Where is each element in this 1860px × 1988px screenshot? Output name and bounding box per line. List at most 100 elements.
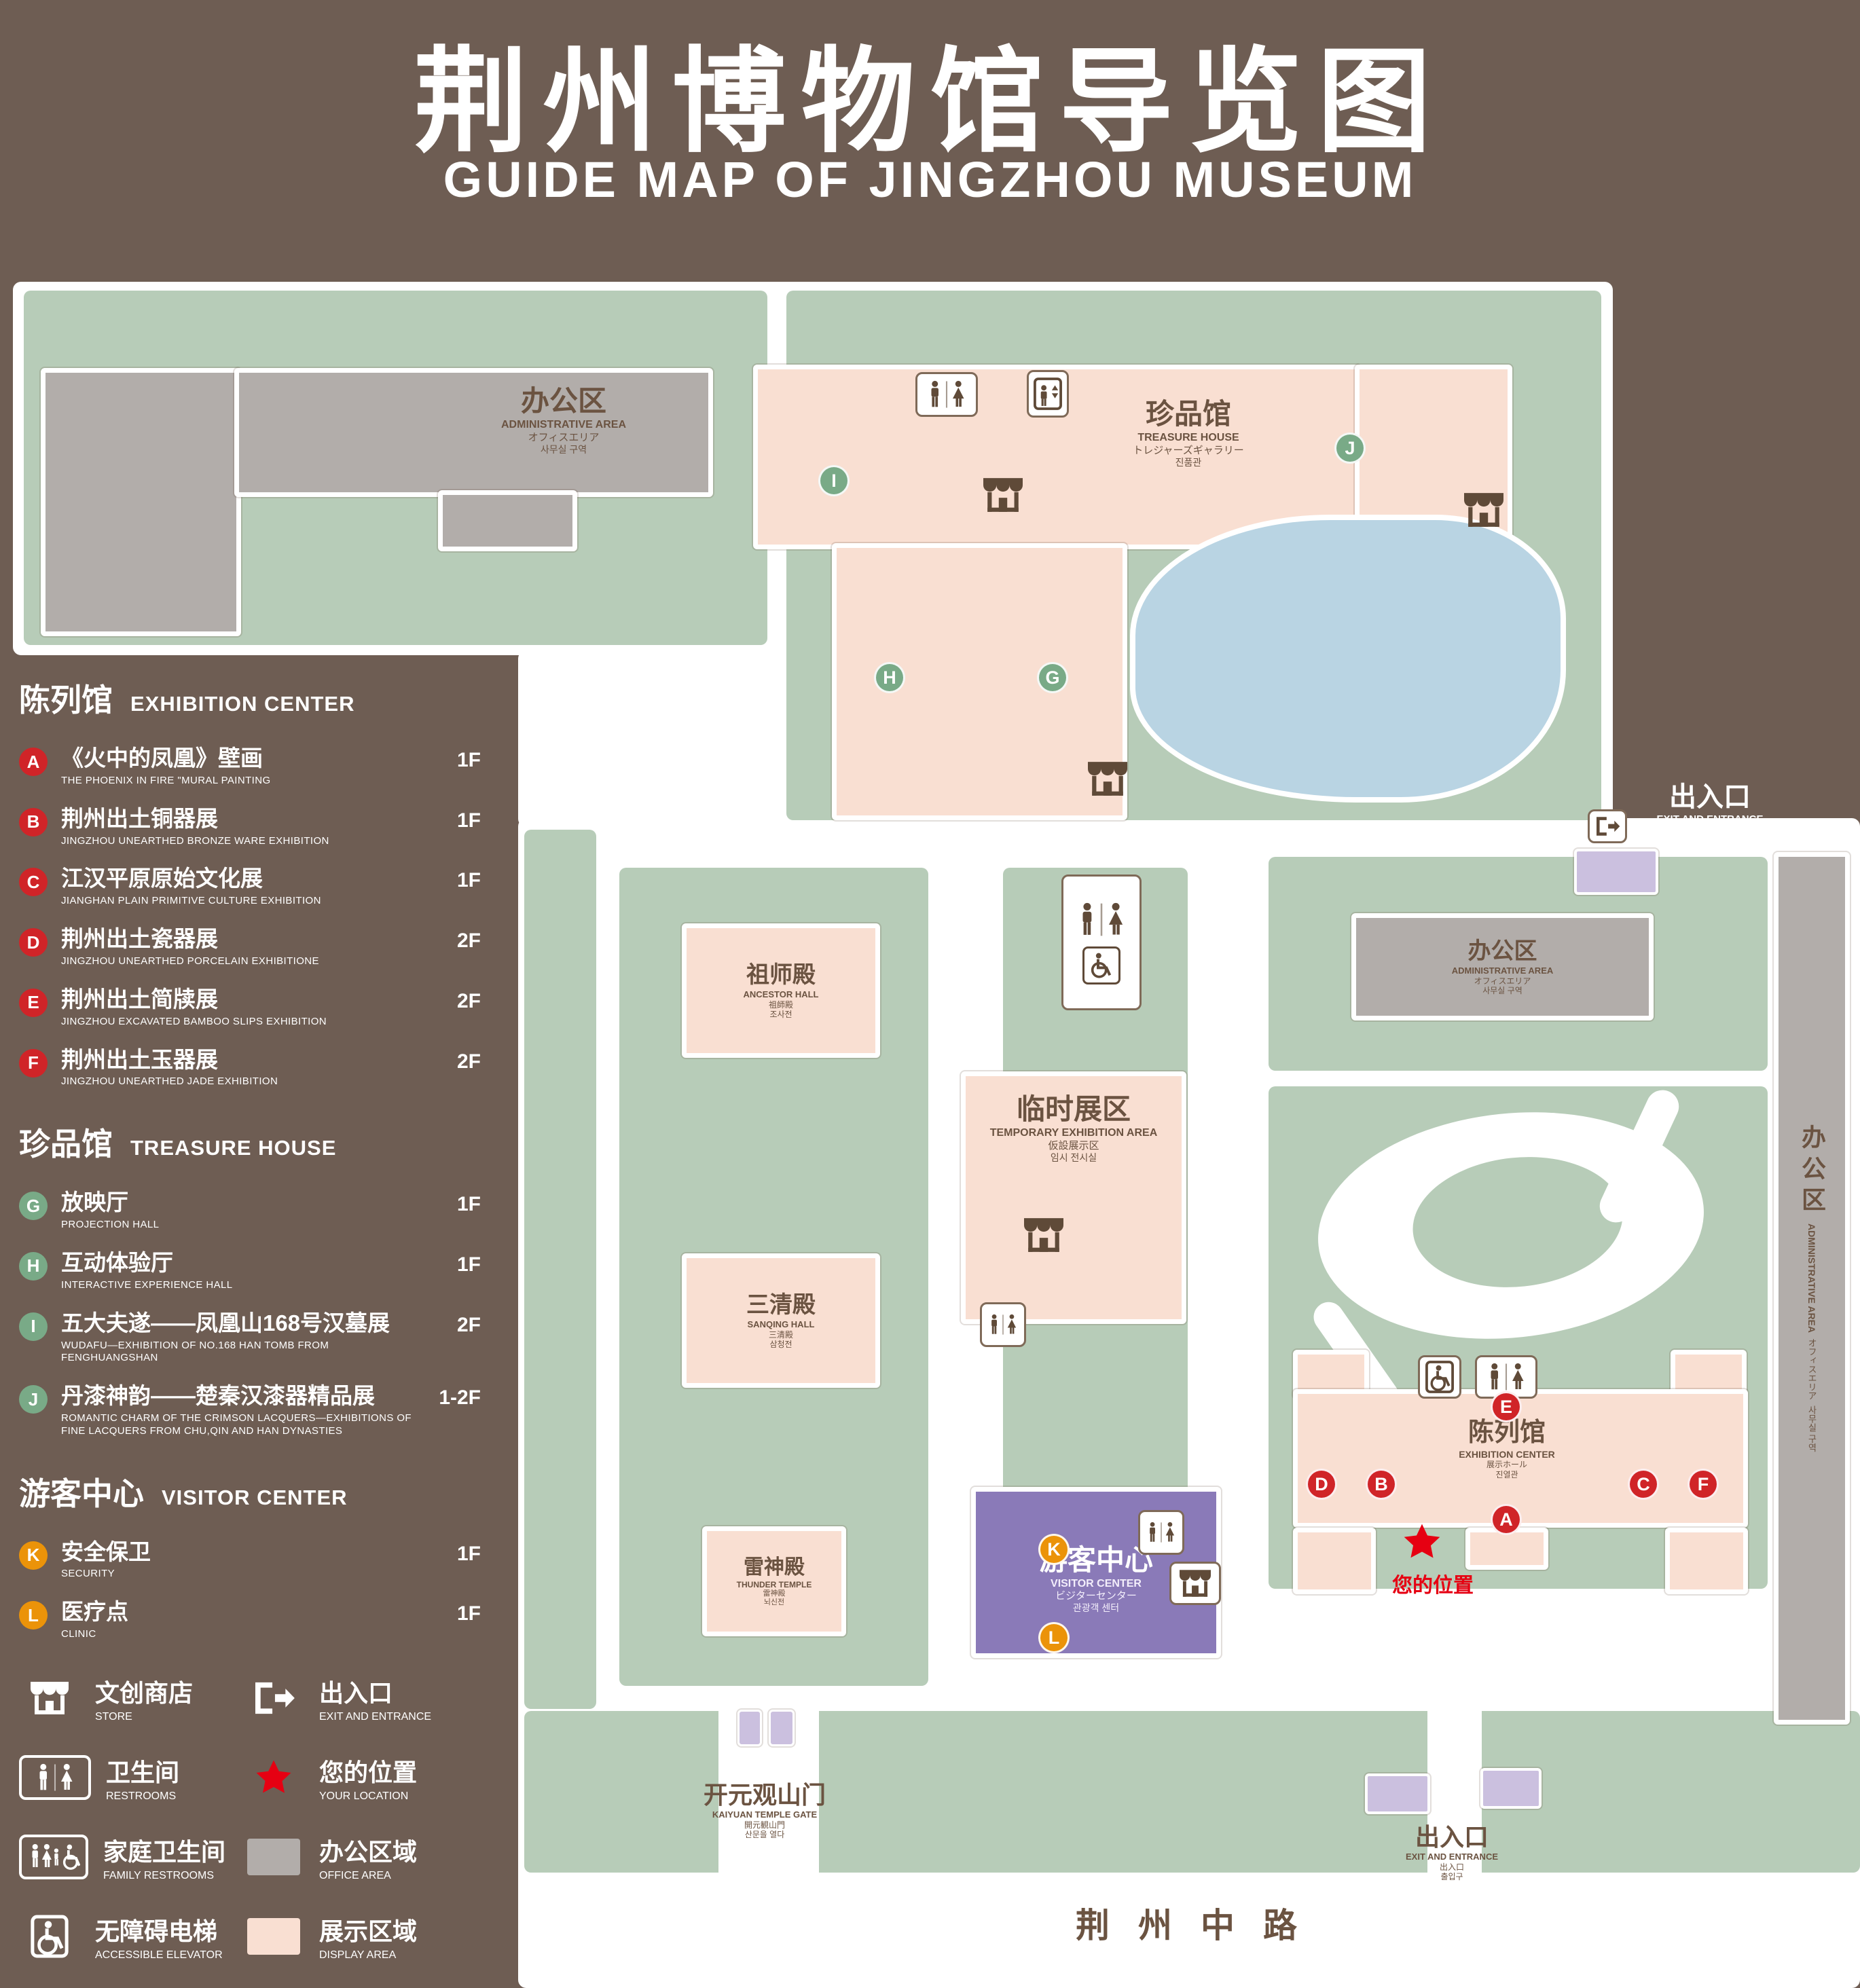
map-marker-I: I xyxy=(818,465,850,496)
south-entrance-block-right xyxy=(1480,1768,1542,1809)
legend-symbol-exit: 出入口 EXIT AND ENTRANCE xyxy=(243,1674,507,1723)
legend-item-A: A 《火中的凤凰》壁画 THE PHOENIX IN FIRE "MURAL P… xyxy=(19,746,507,788)
south-entrance-block-left xyxy=(1365,1773,1430,1814)
legend-item-I: I 五大夫遂——凤凰山168号汉墓展 WUDAFU—EXHIBITION OF … xyxy=(19,1310,507,1365)
legend-symbol-accessible-elevator: 无障碍电梯 ACCESSIBLE ELEVATOR xyxy=(19,1912,243,1962)
floor-badge: 2F xyxy=(456,929,481,953)
legend-item-B: B 荆州出土铜器展 JINGZHOU UNEARTHED BRONZE WARE… xyxy=(19,806,507,848)
marker-badge-E: E xyxy=(19,988,48,1017)
road-label: 荆州中路 xyxy=(1076,1907,1326,1945)
marker-badge-A: A xyxy=(19,748,48,776)
office-building-right: 办公区 ADMINISTRATIVE AREA オフィスエリア 사무실 구역 xyxy=(1351,913,1654,1020)
marker-badge-L: L xyxy=(19,1601,48,1630)
floor-badge: 2F xyxy=(456,989,481,1012)
floor-badge: 1F xyxy=(456,1602,481,1625)
ancestor-hall-label: 祖师殿 ANCESTOR HALL 祖師殿 조사전 xyxy=(743,962,819,1020)
legend-item-G: G 放映厅 PROJECTION HALL 1F xyxy=(19,1190,507,1232)
legend-symbols: 文创商店 STORE 出入口 EXIT AND ENTRANCE 卫生间 RES… xyxy=(19,1674,507,1988)
restroom-icon xyxy=(19,1755,91,1801)
office-strip-far-right: 办公区 ADMINISTRATIVE AREA オフィスエリア 사무실 구역 xyxy=(1774,852,1850,1725)
accessible-elevator-icon xyxy=(19,1914,80,1959)
store-icon-treasure-1 xyxy=(979,475,1027,515)
floor-badge: 1F xyxy=(456,1253,481,1276)
map-marker-B: B xyxy=(1366,1469,1397,1500)
elevator-icon-treasure xyxy=(1027,370,1069,418)
marker-badge-J: J xyxy=(19,1385,48,1414)
legend-section-treasure-house: 珍品馆 TREASURE HOUSE xyxy=(19,1126,337,1162)
map-marker-A: A xyxy=(1491,1504,1522,1535)
legend-symbol-store: 文创商店 STORE xyxy=(19,1674,243,1723)
marker-badge-G: G xyxy=(19,1192,48,1221)
thunder-temple-label: 雷神殿 THUNDER TEMPLE 雷神殿 뇌신전 xyxy=(736,1556,812,1607)
exit-icon-east xyxy=(1588,809,1627,843)
temporary-exhibition-label: 临时展区 TEMPORARY EXHIBITION AREA 仮設展示区 임시 … xyxy=(989,1093,1158,1163)
east-exit-label: 出入口 EXIT AND ENTRANCE 出入口 출입구 xyxy=(1656,782,1764,847)
map-marker-G: G xyxy=(1037,662,1068,693)
legend-item-L: L 医疗点 CLINIC 1F xyxy=(19,1599,507,1641)
exhibition-center-wing-br xyxy=(1665,1528,1748,1594)
treasure-house-label: 珍品馆 TREASURE HOUSE トレジャーズギャラリー 진품관 xyxy=(1133,398,1244,468)
lawn-left-strip xyxy=(524,830,596,1709)
map-marker-L: L xyxy=(1038,1622,1070,1653)
gate-block-left xyxy=(737,1710,762,1746)
treasure-house-main xyxy=(753,365,1361,549)
exhibition-center-wing-bl xyxy=(1293,1528,1376,1594)
legend-symbol-restroom: 卫生间 RESTROOMS xyxy=(19,1753,243,1803)
restroom-icon-center xyxy=(1072,901,1131,938)
floor-badge: 1F xyxy=(456,1542,481,1565)
floor-badge: 1F xyxy=(456,1193,481,1216)
south-exit-path xyxy=(1427,1711,1482,1873)
marker-badge-I: I xyxy=(19,1312,48,1341)
floor-badge: 1-2F xyxy=(439,1386,481,1410)
map-marker-E: E xyxy=(1491,1391,1522,1422)
south-exit-label: 出入口 EXIT AND ENTRANCE 出入口 출입구 xyxy=(1405,1823,1499,1882)
display-area-swatch xyxy=(247,1918,300,1955)
location-star-icon xyxy=(243,1757,304,1798)
floor-badge: 2F xyxy=(456,1050,481,1073)
family-restroom-icon xyxy=(19,1835,88,1880)
restroom-icon-treasure xyxy=(915,372,978,417)
store-icon-visitor xyxy=(1169,1562,1221,1605)
office-strip-label: 办公区 ADMINISTRATIVE AREA オフィスエリア 사무실 구역 xyxy=(1798,1124,1826,1452)
family-restroom-building xyxy=(1061,875,1142,1010)
floor-badge: 2F xyxy=(456,1313,481,1336)
office-building-top-left-tab xyxy=(438,490,577,551)
page-subtitle: GUIDE MAP OF JINGZHOU MUSEUM xyxy=(443,151,1417,208)
page-title: 荆州博物馆导览图 xyxy=(414,38,1446,166)
ground-connector xyxy=(518,650,735,827)
legend-sidebar: 陈列馆 EXHIBITION CENTER A 《火中的凤凰》壁画 THE PH… xyxy=(19,676,507,1988)
legend-section-visitor-center: 游客中心 VISITOR CENTER xyxy=(19,1475,348,1511)
marker-badge-B: B xyxy=(19,807,48,836)
legend-item-J: J 丹漆神韵——楚秦汉漆器精品展 ROMANTIC CHARM OF THE C… xyxy=(19,1383,507,1437)
legend-item-D: D 荆州出土瓷器展 JINGZHOU UNEARTHED PORCELAIN E… xyxy=(19,926,507,968)
floor-badge: 1F xyxy=(456,749,481,771)
office-area-swatch xyxy=(247,1839,300,1876)
legend-item-K: K 安全保卫 SECURITY 1F xyxy=(19,1539,507,1581)
office-building-right-label: 办公区 ADMINISTRATIVE AREA オフィスエリア 사무실 구역 xyxy=(1451,938,1554,996)
store-icon-temporary xyxy=(1020,1215,1068,1255)
legend-item-E: E 荆州出土简牍展 JINGZHOU EXCAVATED BAMBOO SLIP… xyxy=(19,987,507,1029)
accessible-icon-center xyxy=(1082,946,1120,984)
floor-badge: 1F xyxy=(456,869,481,892)
gate-block-right xyxy=(769,1710,795,1746)
office-building-top-left-bar xyxy=(234,368,713,497)
marker-badge-D: D xyxy=(19,928,48,957)
legend-symbol-family-restroom: 家庭卫生间 FAMILY RESTROOMS xyxy=(19,1833,243,1882)
marker-badge-F: F xyxy=(19,1048,48,1078)
marker-badge-K: K xyxy=(19,1541,48,1570)
legend-symbol-office-area: 办公区域 OFFICE AREA xyxy=(243,1833,507,1882)
sanqing-hall-label: 三清殿 SANQING HALL 三清殿 삼청전 xyxy=(746,1292,816,1350)
legend-symbol-display-area: 展示区域 DISPLAY AREA xyxy=(243,1912,507,1962)
map-marker-K: K xyxy=(1038,1534,1070,1565)
ancestor-hall-building: 祖师殿 ANCESTOR HALL 祖師殿 조사전 xyxy=(682,923,880,1058)
legend-item-F: F 荆州出土玉器展 JINGZHOU UNEARTHED JADE EXHIBI… xyxy=(19,1047,507,1089)
sanqing-hall-building: 三清殿 SANQING HALL 三清殿 삼청전 xyxy=(682,1253,880,1388)
accessible-elevator-icon-exhibition xyxy=(1418,1355,1461,1399)
thunder-temple-building: 雷神殿 THUNDER TEMPLE 雷神殿 뇌신전 xyxy=(702,1526,846,1636)
legend-item-C: C 江汉平原原始文化展 JIANGHAN PLAIN PRIMITIVE CUL… xyxy=(19,866,507,908)
your-location-star-icon xyxy=(1400,1521,1444,1566)
store-icon xyxy=(19,1679,80,1717)
office-building-top-left-wing xyxy=(41,368,241,636)
visitor-center-label: 游客中心 VISITOR CENTER ビジターセンター 관광객 센터 xyxy=(1038,1543,1153,1614)
